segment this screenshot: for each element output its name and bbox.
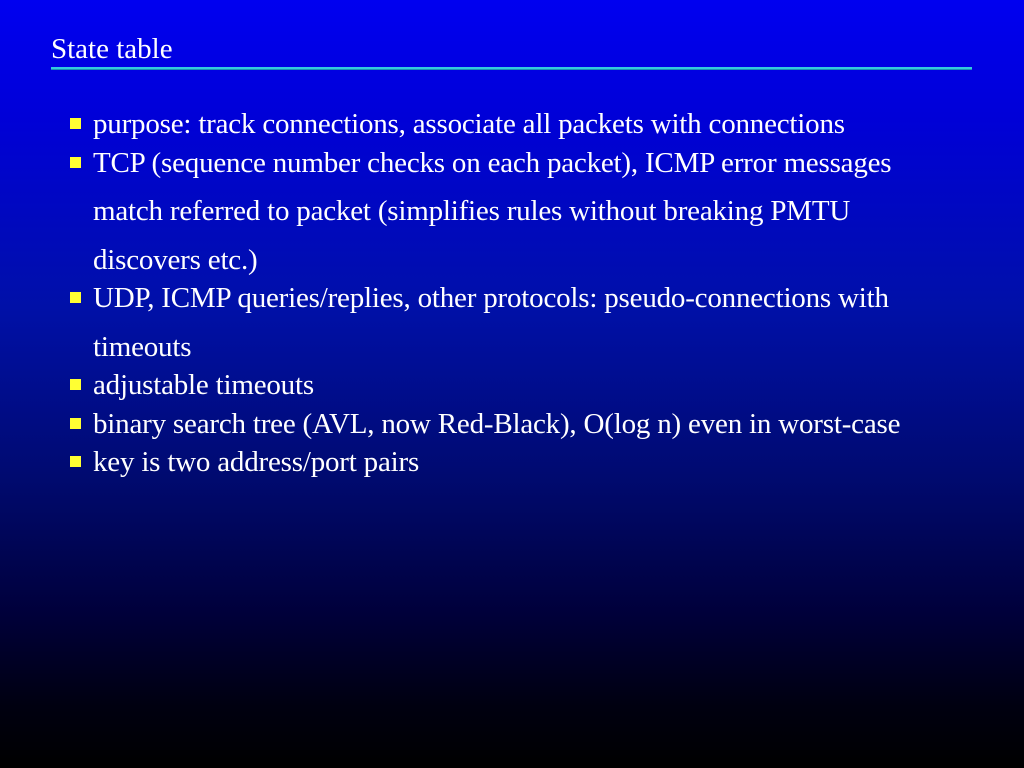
bullet-item: TCP (sequence number checks on each pack… [68, 139, 928, 285]
square-bullet-icon [70, 292, 81, 303]
bullet-text: UDP, ICMP queries/replies, other protoco… [93, 282, 889, 363]
bullet-item: binary search tree (AVL, now Red-Black),… [68, 400, 928, 449]
bullet-item: UDP, ICMP queries/replies, other protoco… [68, 274, 928, 371]
square-bullet-icon [70, 379, 81, 390]
bullet-text: key is two address/port pairs [93, 446, 420, 478]
slide-title: State table [51, 33, 173, 65]
square-bullet-icon [70, 156, 81, 168]
square-bullet-icon [70, 456, 81, 467]
bullet-text: adjustable timeouts [93, 369, 314, 401]
bullet-list: purpose: track connections, associate al… [68, 100, 928, 478]
bullet-text: TCP (sequence number checks on each pack… [93, 146, 892, 276]
bullet-text: purpose: track connections, associate al… [93, 108, 845, 140]
square-bullet-icon [70, 118, 81, 129]
bullet-item: purpose: track connections, associate al… [68, 100, 928, 149]
bullet-item: adjustable timeouts [68, 361, 928, 410]
bullet-item: key is two address/port pairs [68, 438, 928, 487]
bullet-text: binary search tree (AVL, now Red-Black),… [93, 407, 901, 440]
title-divider [51, 67, 972, 69]
square-bullet-icon [70, 417, 81, 429]
